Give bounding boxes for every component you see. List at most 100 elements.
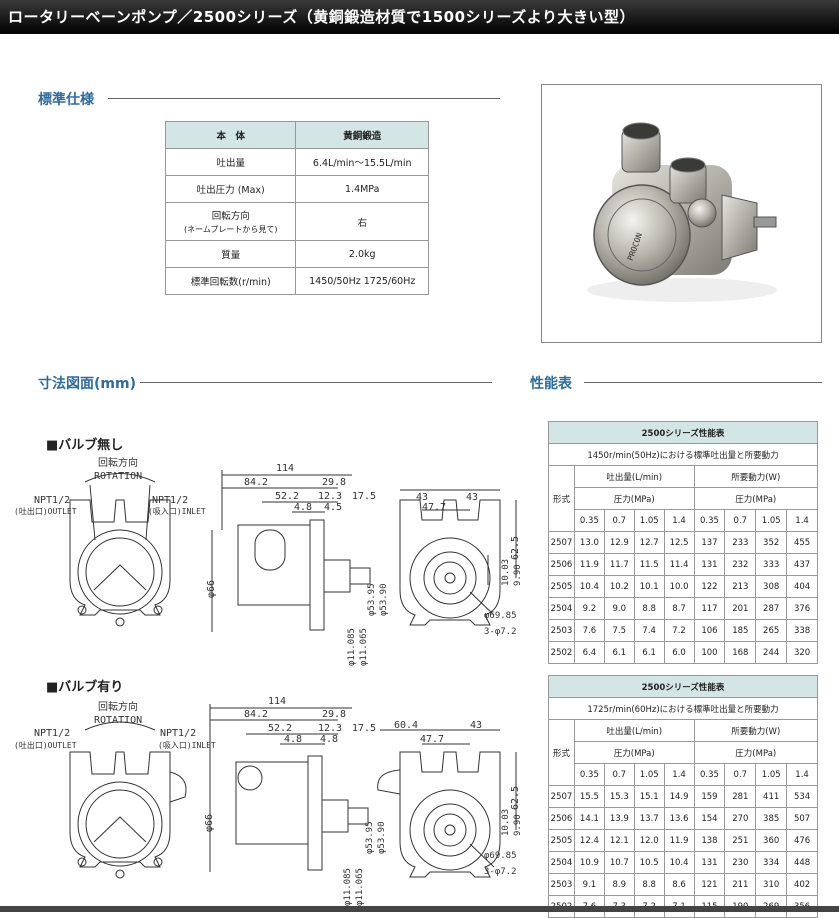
perf-section-rule: [584, 382, 822, 383]
perf-flow-header: 吐出量(L/min): [573, 465, 695, 488]
perf-power-value: 131: [693, 553, 726, 576]
drawing-with-valve: 回転方向 ROTATION NPT1/2 (吐出口)OUTLET NPT1/2 …: [14, 696, 523, 906]
perf-flow-value: 14.1: [573, 807, 605, 830]
perf-pressure: 0.7: [724, 763, 757, 786]
perf-power-value: 360: [755, 829, 788, 852]
front-face-circle: [77, 781, 163, 867]
front-outline: [69, 499, 171, 616]
perf-power-value: 159: [693, 785, 726, 808]
perf-flow-value: 10.2: [603, 575, 635, 598]
dim-3-phi7-2: 3-φ7.2: [484, 627, 517, 637]
dim-section-rule: [140, 382, 492, 383]
spec-label: 回転方向: [211, 211, 250, 222]
perf-power-value: 244: [755, 641, 788, 664]
dim-10-03: 10.03: [501, 809, 511, 836]
perf-flow-value: 11.9: [573, 553, 605, 576]
perf-power-value: 411: [755, 785, 788, 808]
rear-face-circle: [409, 789, 491, 871]
dim-phi53-90: φ53.90: [377, 821, 387, 854]
perf-pressure: 0.35: [693, 509, 726, 532]
front-outline: [69, 751, 171, 868]
perf-model: 2503: [548, 873, 575, 896]
perf-flow-value: 9.0: [603, 597, 635, 620]
dim-52-2: 52.2: [268, 723, 292, 734]
spec-row-rotation: 回転方向 (ネームプレートから見て) 右: [164, 202, 429, 241]
perf-model: 2507: [548, 785, 575, 808]
dim-4-8: 4.8: [294, 502, 312, 513]
pump-photo-frame: PROCON: [541, 84, 822, 343]
perf-pressure-header: 圧力(MPa): [573, 741, 695, 764]
perf-power-value: 230: [724, 851, 757, 874]
drawing-no-valve: 回転方向 ROTATION NPT1/2 (吐出口)OUTLET NPT1/2 …: [14, 456, 523, 666]
perf-pressure: 0.7: [603, 763, 635, 786]
perf-flow-value: 10.1: [633, 575, 665, 598]
perf-pressure: 0.7: [603, 509, 635, 532]
perf-power-value: 131: [693, 851, 726, 874]
perf-pressure: 0.7: [724, 509, 757, 532]
perf-table-60hz: 2500シリーズ性能表 1725r/min(60Hz)における標準吐出量と所要動…: [548, 675, 819, 918]
perf-power-value: 385: [755, 807, 788, 830]
perf-flow-value: 10.4: [573, 575, 605, 598]
dim-84-2: 84.2: [244, 709, 268, 720]
dim-60-4: 60.4: [394, 720, 418, 731]
spec-value: 黄銅鍛造: [295, 121, 429, 149]
perf-flow-value: 15.5: [573, 785, 605, 808]
perf-power-value: 320: [786, 641, 818, 664]
perf-flow-value: 15.3: [603, 785, 635, 808]
perf-power-value: 404: [786, 575, 818, 598]
perf-power-value: 352: [755, 531, 788, 554]
perf-model: 2504: [548, 597, 575, 620]
spec-label: 吐出圧力 (Max): [164, 175, 297, 203]
spec-label-note: (ネームプレートから見て): [183, 225, 278, 234]
dim-43: 43: [470, 720, 482, 731]
npt-outlet: NPT1/2: [34, 728, 70, 739]
no-valve-heading: ■バルブ無し: [46, 438, 124, 453]
perf-pressure: 1.05: [755, 763, 788, 786]
perf-model: 2506: [548, 553, 575, 576]
spec-row-body: 本 体 黄銅鍛造: [164, 121, 429, 149]
perf-flow-value: 8.8: [633, 597, 665, 620]
perf-model: 2505: [548, 829, 575, 852]
perf-power-value: 138: [693, 829, 726, 852]
perf-pressure: 0.35: [693, 763, 726, 786]
perf-pressure: 1.05: [633, 509, 665, 532]
spec-label-cell: 回転方向 (ネームプレートから見て): [164, 202, 297, 241]
perf-power-value: 154: [693, 807, 726, 830]
perf-flow-value: 15.1: [633, 785, 665, 808]
perf-flow-value: 12.9: [603, 531, 635, 554]
perf-pressure: 0.35: [573, 509, 605, 532]
dim-3-phi7-2: 3-φ7.2: [484, 867, 517, 877]
perf-model: 2506: [548, 807, 575, 830]
spec-table: 本 体 黄銅鍛造 吐出量 6.4L/min～15.5L/min 吐出圧力 (Ma…: [164, 121, 429, 295]
perf-power-value: 100: [693, 641, 726, 664]
dim-phi53-95: φ53.95: [367, 583, 377, 616]
perf-power-header: 所要動力(W): [693, 465, 819, 488]
perf-pressure: 1.4: [786, 509, 818, 532]
perf-section-title: 性能表: [530, 376, 572, 392]
page-header: ロータリーベーンポンプ／2500シリーズ（黄銅鍛造材質で1500シリーズより大き…: [0, 0, 839, 34]
perf-power-value: 402: [786, 873, 818, 896]
side-body: [235, 761, 309, 845]
dim-9-90: 9.90: [513, 564, 523, 586]
front-face-circle: [77, 529, 163, 615]
perf-pressure-header: 圧力(MPa): [573, 487, 695, 510]
perf-pressure-row: 0.35 0.7 1.05 1.4 0.35 0.7 1.05 1.4: [549, 763, 818, 786]
perf-flow-value: 11.9: [663, 829, 695, 852]
perf-subtitle: 1725r/min(60Hz)における標準吐出量と所要動力: [548, 697, 818, 720]
perf-subtitle: 1450r/min(50Hz)における標準吐出量と所要動力: [548, 443, 818, 466]
rot-en: ROTATION: [94, 471, 142, 482]
perf-power-value: 213: [724, 575, 757, 598]
perf-power-value: 121: [693, 873, 726, 896]
perf-power-value: 117: [693, 597, 726, 620]
perf-power-value: 185: [724, 619, 757, 642]
perf-flow-header: 吐出量(L/min): [573, 719, 695, 742]
perf-flow-value: 6.4: [573, 641, 605, 664]
spec-value: 2.0kg: [295, 240, 429, 268]
rear-valve-cap: [377, 769, 401, 795]
